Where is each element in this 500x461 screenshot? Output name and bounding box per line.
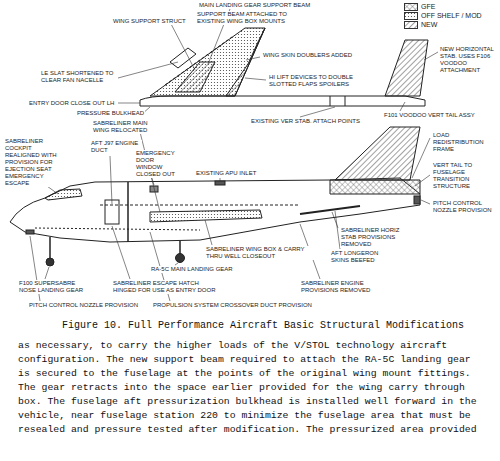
callout-label: WING SUPPORT STRUCT bbox=[112, 18, 187, 25]
leader-line bbox=[118, 62, 178, 78]
plan-fuselage bbox=[140, 96, 425, 106]
leader-line bbox=[300, 107, 335, 117]
legend-row: NEW bbox=[404, 20, 482, 29]
wing-support-beam bbox=[175, 62, 215, 92]
leader-line bbox=[246, 57, 260, 60]
main-wheel bbox=[176, 254, 185, 263]
leader-line bbox=[424, 52, 438, 60]
body-text-line: box. The fuselage aft pressurization bul… bbox=[18, 396, 477, 408]
cockpit-canopy bbox=[45, 189, 82, 200]
leader-lines bbox=[30, 9, 438, 301]
callout-label: EXISTING APU INLET bbox=[195, 170, 257, 177]
callout-label: NEW HORIZONTAL STAB. USES F106 VOODOO AT… bbox=[439, 46, 497, 74]
legend-swatch bbox=[404, 12, 418, 20]
legend-swatch bbox=[404, 3, 418, 11]
body-text-line: as necessary, to carry the higher loads … bbox=[18, 340, 447, 352]
leader-line bbox=[118, 103, 140, 104]
wing-flap bbox=[226, 28, 265, 96]
nose-gear bbox=[49, 237, 51, 258]
swatch-fill bbox=[405, 21, 418, 28]
leader-line bbox=[175, 263, 178, 265]
callout-label: SABRELINER ESCAPE HATCH HINGED FOR USE A… bbox=[112, 280, 224, 294]
pitch-nozzle-front bbox=[26, 230, 34, 234]
body-text-line: The gear retracts into the space earlier… bbox=[18, 382, 465, 394]
callout-label: SABRELINER COCKPIT REALIGNED WITH PROVIS… bbox=[4, 138, 64, 187]
leader-line bbox=[170, 22, 195, 70]
tail-transition bbox=[330, 180, 420, 194]
callout-label: SABRELINER WING BOX & CARRY THRU WELL CL… bbox=[205, 246, 317, 260]
plan-wing bbox=[150, 28, 265, 96]
body-text-line: configuration. The new support beam requ… bbox=[18, 354, 471, 366]
callout-label: ENTRY DOOR CLOSE OUT LH bbox=[28, 100, 115, 107]
callout-label: PITCH CONTROL NOZZLE PROVISION bbox=[28, 302, 139, 309]
callout-label: LOAD REDISTRIBUTION FRAME bbox=[432, 132, 496, 153]
callout-label: PRESSURE BULKHEAD bbox=[76, 110, 145, 117]
leader-line bbox=[45, 267, 49, 279]
legend-text: GFE bbox=[421, 2, 435, 11]
legend: GFEOFF SHELF / MODNEW bbox=[404, 2, 482, 29]
callout-label: SABRELINER ENGINE PROVISIONS REMOVED bbox=[300, 280, 402, 294]
callout-label: F101 VOODOO VERT TAIL ASSY bbox=[383, 112, 476, 119]
side-vertical-tail bbox=[335, 127, 420, 180]
callout-label: SABRELINER HORIZ STAB PROVISIONS REMOVED bbox=[340, 227, 417, 248]
leader-line bbox=[205, 220, 212, 245]
leader-line bbox=[412, 138, 430, 178]
main-gear bbox=[179, 241, 181, 254]
callout-label: RA-5C MAIN LANDING GEAR bbox=[150, 266, 234, 273]
callout-label: WING SKIN DOUBLERS ADDED bbox=[262, 52, 353, 59]
legend-row: OFF SHELF / MOD bbox=[404, 11, 482, 20]
leader-line bbox=[245, 78, 266, 80]
body-text-line: resealed and pressure tested after modif… bbox=[18, 424, 477, 436]
body-text-line: vehicle, near fuselage station 220 to mi… bbox=[18, 410, 471, 422]
crossover-duct bbox=[35, 228, 200, 230]
callout-label: EMERGENCY DOOR WINDOW CLOSED OUT bbox=[135, 150, 182, 178]
callout-label: F100 SUPERSABRE NOSE LANDING GEAR bbox=[18, 280, 92, 294]
callout-label: VERT TAIL TO FUSELAGE TRANSITION STRUCTU… bbox=[432, 162, 496, 190]
plan-vert-attach bbox=[330, 96, 345, 106]
leader-line bbox=[400, 102, 405, 111]
plan-horizontal-stab bbox=[385, 40, 428, 96]
callout-label: EXISTING VER STAB. ATTACH POINTS bbox=[250, 118, 361, 125]
callout-label: MAIN LANDING GEAR SUPPORT BEAM bbox=[198, 2, 311, 9]
legend-row: GFE bbox=[404, 2, 482, 11]
legend-text: OFF SHELF / MOD bbox=[421, 11, 482, 20]
swatch-fill bbox=[405, 12, 418, 19]
callout-label: PITCH CONTROL NOZZLE PROVISION bbox=[432, 200, 494, 214]
nose-wheel bbox=[46, 258, 54, 266]
pressure-bulkhead bbox=[127, 182, 129, 242]
apu-inlet bbox=[215, 181, 225, 185]
leader-line bbox=[415, 175, 430, 186]
pitch-nozzle-aft bbox=[414, 196, 420, 204]
leader-line bbox=[220, 178, 221, 181]
callout-label: SUPPORT BEAM ATTACHED TO EXISTING WING B… bbox=[196, 11, 298, 25]
leader-line bbox=[421, 200, 430, 204]
legend-swatch bbox=[404, 21, 418, 29]
leader-line bbox=[112, 226, 130, 279]
engine-duct bbox=[100, 205, 300, 206]
callout-label: LE SLAT SHORTENED TO CLEAR FAN NACELLE bbox=[40, 70, 117, 84]
callout-label: AFT LONGERON SKINS BEEFED bbox=[330, 250, 387, 264]
body-text-line: is secured to the fuselage at the points… bbox=[18, 368, 471, 380]
aft-longeron bbox=[300, 206, 360, 214]
figure-caption: Figure 10. Full Performance Aircraft Bas… bbox=[62, 320, 464, 332]
callout-label: HI LIFT DEVICES TO DOUBLE SLOTTED FLAPS … bbox=[268, 74, 355, 88]
callout-label: PROPULSION SYSTEM CROSSOVER DUCT PROVISI… bbox=[152, 302, 313, 309]
swatch-fill bbox=[405, 3, 418, 10]
side-wing-box bbox=[150, 210, 262, 222]
callout-label: SABRELINER MAIN WING RELOCATED bbox=[92, 120, 156, 134]
leader-line bbox=[110, 156, 112, 204]
legend-text: NEW bbox=[421, 20, 437, 29]
